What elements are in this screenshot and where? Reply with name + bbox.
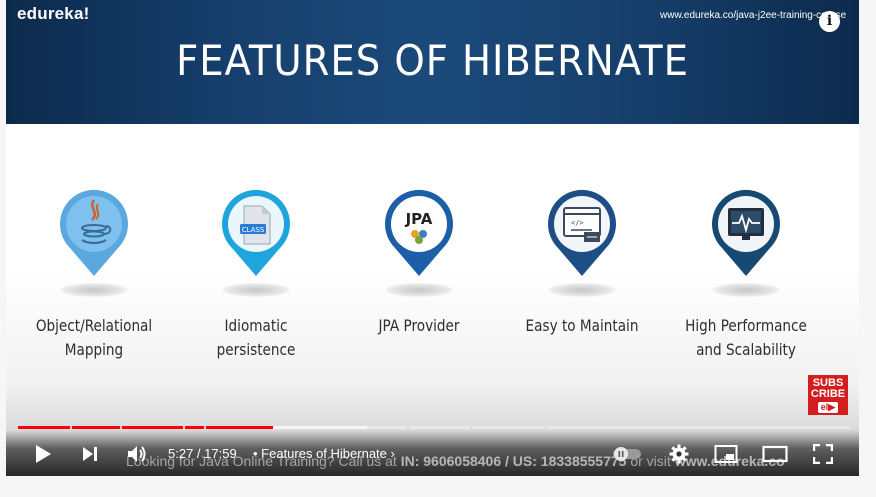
control-bar	[6, 430, 859, 476]
feature-item: Object/Relational Mapping	[14, 186, 174, 366]
feature-label: Idiomatic persistence	[216, 316, 296, 359]
marquee-phone: IN: 9606058406 / US: 18338555775	[400, 453, 627, 469]
feature-label: Easy to Maintain	[525, 316, 639, 335]
marquee-prefix: Looking for Java Online Training? Call u…	[126, 453, 401, 469]
fullscreen-button[interactable]	[810, 440, 836, 468]
chapter-label: • Features of Hibernate	[253, 446, 387, 461]
subscribe-button[interactable]: SUBS CRIBE el▶	[808, 375, 848, 415]
code-window-icon: </>	[548, 189, 616, 276]
subscribe-line2: CRIBE	[810, 388, 846, 400]
pin-shadow	[222, 283, 290, 297]
slide-banner: edureka! www.edureka.co/java-j2ee-traini…	[6, 0, 859, 124]
feature-item: </> Easy to Maintain	[502, 186, 662, 366]
settings-button[interactable]	[667, 440, 691, 468]
jpa-icon: JPA	[385, 189, 453, 276]
settings-icon	[669, 444, 689, 464]
chapter-marker	[407, 426, 409, 429]
pin-shadow	[385, 283, 453, 297]
chevron-right-icon: ›	[390, 446, 395, 461]
time-display: 5:27 / 17:59	[168, 446, 237, 461]
autoplay-toggle[interactable]	[610, 440, 644, 468]
java-icon	[60, 189, 128, 276]
chapter-marker	[204, 426, 206, 429]
next-button[interactable]	[78, 440, 102, 468]
monitor-heartbeat-icon	[712, 189, 780, 276]
brand-logo: edureka!	[17, 4, 90, 23]
svg-text:</>: </>	[571, 219, 584, 227]
slide-title: FEATURES OF HIBERNATE	[176, 36, 689, 85]
subscribe-line1: SUBS	[812, 377, 844, 389]
miniplayer-button[interactable]	[712, 440, 740, 468]
svg-text:CLASS: CLASS	[242, 226, 265, 234]
play-icon	[36, 445, 51, 463]
video-player[interactable]: edureka! www.edureka.co/java-j2ee-traini…	[6, 0, 859, 476]
site-url: www.edureka.co/java-j2ee-training-course	[660, 10, 847, 21]
volume-icon	[128, 446, 146, 462]
pin-shadow	[60, 283, 128, 297]
play-button[interactable]	[30, 440, 56, 468]
class-file-icon: CLASS	[222, 189, 290, 276]
feature-label: Object/Relational Mapping	[35, 316, 153, 359]
feature-label: High Performance and Scalability	[685, 316, 807, 359]
feature-item: JPA JPA Provider	[339, 186, 499, 366]
chapter-marker	[545, 426, 547, 429]
progress-bar[interactable]	[18, 426, 850, 429]
volume-button[interactable]	[124, 440, 150, 468]
info-icon[interactable]: i	[819, 11, 840, 32]
theater-mode-button[interactable]	[760, 440, 790, 468]
progress-played	[18, 426, 273, 429]
chapter-marker	[183, 426, 185, 429]
fullscreen-icon	[813, 444, 833, 464]
pin-shadow	[548, 283, 616, 297]
feature-label: JPA Provider	[378, 316, 460, 335]
chapter-marker	[70, 426, 72, 429]
edureka-play-icon: el▶	[817, 402, 839, 413]
chapter-marker	[120, 426, 122, 429]
promo-marquee: Looking for Java Online Training? Call u…	[126, 453, 785, 469]
pin-shadow	[712, 283, 780, 297]
miniplayer-icon	[714, 445, 738, 463]
feature-item: CLASS Idiomatic persistence	[176, 186, 336, 366]
chapter-marker	[470, 426, 472, 429]
next-icon	[83, 447, 97, 461]
feature-item: High Performance and Scalability	[666, 186, 826, 366]
autoplay-toggle-icon	[613, 447, 641, 461]
marquee-middle: or visit	[626, 453, 675, 469]
chapter-title[interactable]: • Features of Hibernate ›	[253, 446, 395, 461]
theater-mode-icon	[762, 445, 788, 463]
svg-text:JPA: JPA	[405, 210, 433, 228]
